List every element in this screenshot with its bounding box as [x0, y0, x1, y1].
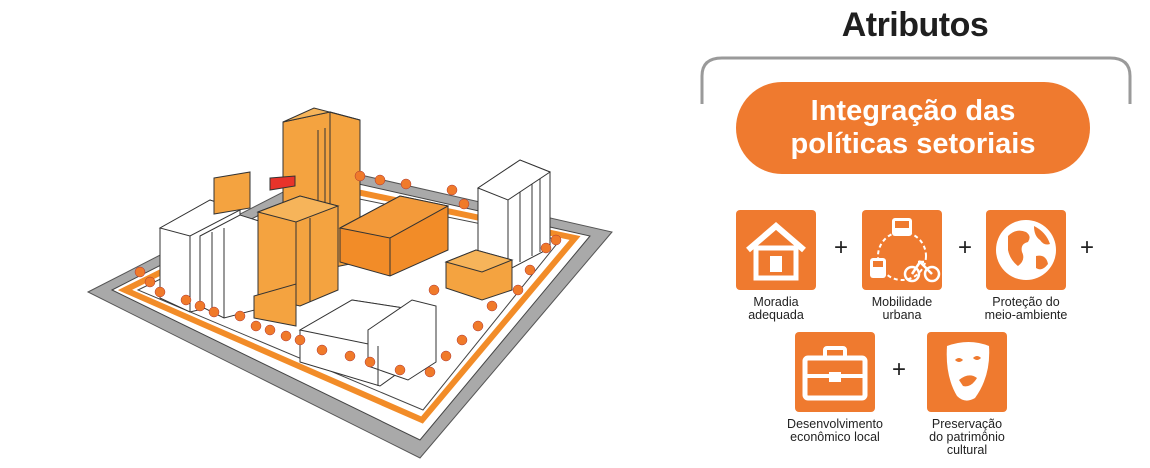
banner-line-2: políticas setoriais	[790, 128, 1036, 160]
attribute-label-2: meio-ambiente	[984, 308, 1068, 322]
banner-line-1: Integração das	[810, 95, 1016, 127]
policy-integration-banner: Integração das políticas setoriais	[736, 82, 1090, 174]
house-icon	[736, 210, 816, 290]
attribute-heritage: Preservação do patrimônio cultural	[912, 332, 1022, 457]
building-orange-right	[444, 249, 514, 301]
attribute-label-1: Moradia	[753, 295, 799, 309]
transport-icon	[862, 210, 942, 290]
attribute-environment: Proteção do meio-ambiente	[966, 210, 1086, 322]
trees	[134, 170, 562, 378]
section-title: Atributos	[841, 6, 989, 44]
city-block-illustration	[86, 107, 613, 459]
attribute-label-2: adequada	[748, 308, 804, 322]
attribute-label-1: Preservação	[931, 417, 1003, 431]
plus-sign: +	[1080, 234, 1095, 261]
tower-white-right	[476, 159, 552, 271]
attribute-housing: Moradia adequada	[726, 210, 826, 322]
building-white-front	[298, 299, 437, 387]
attribute-economy: Desenvolvimento econômico local	[780, 332, 890, 444]
tower-white-left	[158, 199, 263, 319]
attribute-label-2: do patrimônio	[929, 430, 1005, 444]
plus-sign: +	[892, 356, 907, 383]
attribute-label-2: urbana	[882, 308, 922, 322]
globe-icon	[986, 210, 1066, 290]
tower-front-orange	[253, 195, 340, 327]
building-orange-left-mid	[213, 171, 296, 215]
building-center-orange	[338, 195, 450, 277]
attribute-mobility: Mobilidade urbana	[852, 210, 952, 322]
plus-sign: +	[834, 234, 849, 261]
attribute-label-1: Proteção do	[992, 295, 1060, 309]
plus-sign: +	[958, 234, 973, 261]
theater-mask-icon	[927, 332, 1007, 412]
attribute-label-1: Desenvolvimento	[787, 417, 883, 431]
attribute-label-3: cultural	[946, 443, 988, 457]
attribute-label-1: Mobilidade	[871, 295, 933, 309]
attribute-label-2: econômico local	[790, 430, 880, 444]
briefcase-icon	[795, 332, 875, 412]
